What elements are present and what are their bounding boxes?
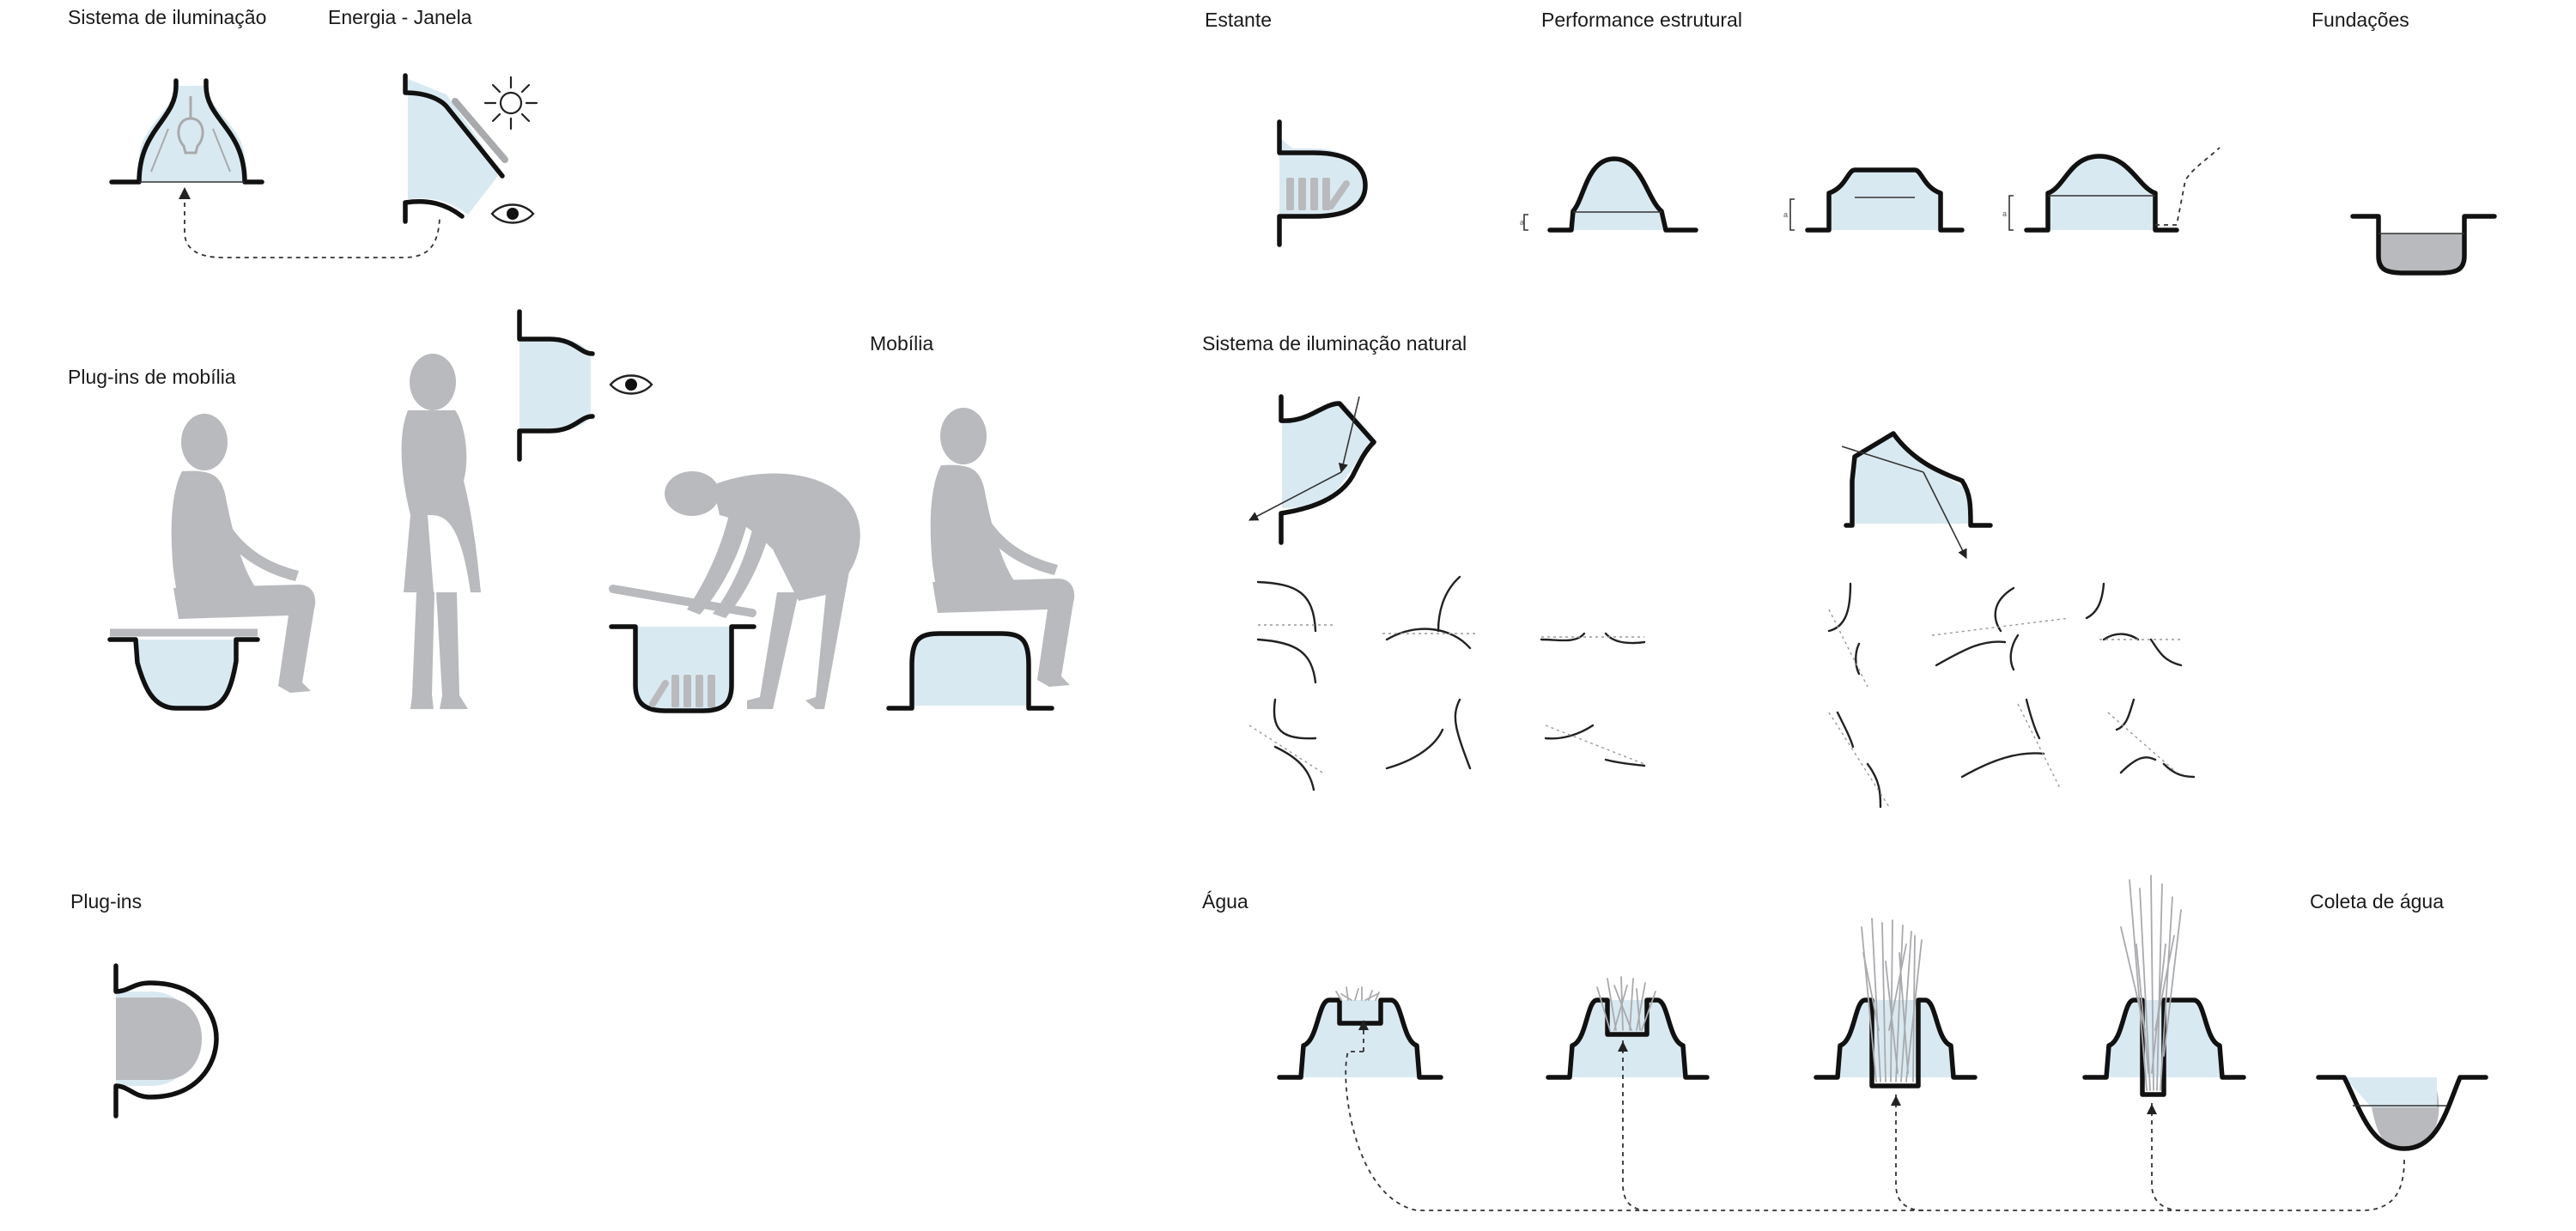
water-module-3 [1814,918,1978,1088]
label-water: Água [1202,890,1249,913]
label-furniture: Mobília [870,332,933,355]
connector-lighting [184,194,440,258]
bending-figure-shelf [609,471,860,713]
lightbulb-icon [150,96,231,173]
label-water-collection: Coleta de água [2310,890,2444,913]
structural-module-1: a [1520,156,1698,233]
svg-text:a: a [2002,209,2007,218]
label-shelf: Estante [1205,9,1272,31]
natural-light-module-a [1249,394,1376,545]
sun-icon [483,76,538,130]
foundations-module [2350,214,2497,276]
label-structural-performance: Performance estrutural [1541,9,1742,31]
viewing-window-module [517,309,653,462]
label-energy-window: Energia - Janela [328,6,472,28]
svg-text:a: a [1783,210,1788,219]
energy-window-module [403,73,538,224]
water-connector [1345,1020,2405,1211]
water-collection-module [2316,1075,2488,1151]
svg-text:a: a [1520,218,1524,227]
lighting-module [109,78,264,185]
natural-light-module-b [1841,431,1993,560]
plugin-module [113,963,219,1119]
eye-icon [490,203,535,224]
standing-figure [401,354,481,709]
plant-icon [1335,986,1380,1001]
structural-module-3: a [2002,147,2221,233]
label-foundations: Fundações [2312,9,2409,31]
label-furniture-plugins: Plug-ins de mobília [68,366,236,388]
seated-figure-bench [107,414,316,711]
seated-figure-stool [886,408,1075,711]
water-module-2 [1546,976,1710,1080]
label-natural-lighting: Sistema de iluminação natural [1202,332,1467,355]
structural-module-2: a [1783,167,1965,233]
label-plugins: Plug-ins [70,890,142,913]
curve-studies [1249,575,2196,809]
label-lighting-system: Sistema de iluminação [68,6,266,28]
water-module-4 [2082,875,2246,1097]
shelf-module [1277,119,1368,247]
plant-icon [2120,875,2182,1091]
water-module-1 [1277,986,1443,1080]
plant-icon [1861,918,1923,1082]
plant-icon [1596,976,1656,1031]
eye-icon [609,374,653,395]
